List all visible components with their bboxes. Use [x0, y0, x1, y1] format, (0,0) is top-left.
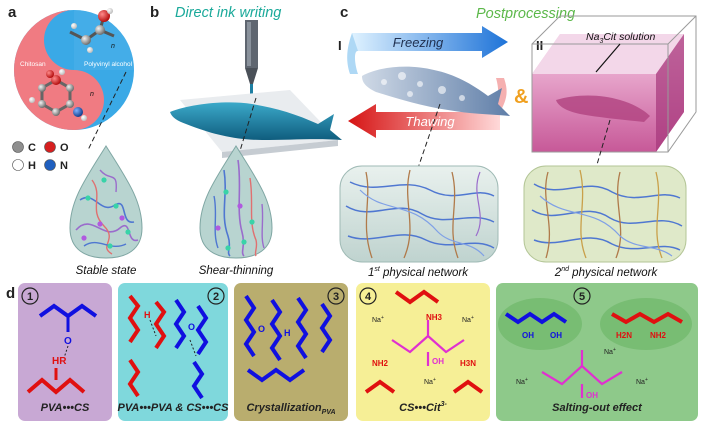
zoom-line-c1	[417, 103, 441, 169]
svg-text:O: O	[258, 324, 265, 334]
svg-text:2: 2	[213, 291, 219, 303]
svg-text:H: H	[144, 310, 151, 320]
sodium-ion-5: Na+	[636, 377, 648, 386]
step-one-label: I	[338, 38, 342, 53]
chitosan-label: Chitosan	[20, 61, 46, 68]
svg-text:OH: OH	[586, 391, 598, 400]
solution-label: Na3Cit solution	[586, 31, 655, 45]
box3-caption: CrystallizationPVA	[246, 402, 335, 416]
first-physical-network	[339, 165, 499, 263]
caption-second-network: 2nd physical network	[554, 266, 659, 279]
interaction-box-4: 4 NH3 OH NH2 H3N Na+ Na+ Na+ CS•••Cit3-	[356, 283, 490, 421]
caption-stable-state: Stable state	[76, 265, 137, 277]
svg-text:NH2: NH2	[372, 359, 389, 368]
thawing-label: Thawing	[405, 114, 455, 129]
legend-nitrogen: N	[60, 160, 68, 172]
svg-text:NH2: NH2	[650, 331, 667, 340]
freezing-arrow	[347, 26, 508, 74]
svg-text:H: H	[284, 328, 291, 338]
box4-caption: CS•••Cit3-	[399, 401, 447, 414]
interaction-box-5: 5 OH OH H2N NH2 OH Na+ Na+ Na+ Salting-o…	[496, 283, 698, 421]
panel-c-label: c	[340, 4, 348, 21]
svg-text:O: O	[188, 322, 195, 332]
solution-pointer	[595, 43, 621, 73]
interaction-box-3: 3 O H CrystallizationPVA	[234, 283, 348, 421]
stable-state-droplet	[69, 145, 143, 259]
zoom-line-a	[87, 71, 127, 151]
svg-text:1: 1	[27, 291, 33, 303]
svg-text:4: 4	[365, 291, 372, 303]
svg-text:NH3: NH3	[426, 313, 443, 322]
sodium-ion-1: Na+	[372, 315, 384, 324]
chitosan-n-subscript: n	[90, 91, 94, 98]
sodium-ion-3: Na+	[424, 377, 436, 386]
freezing-label: Freezing	[393, 35, 444, 50]
panel-c-title: Postprocessing	[476, 6, 575, 22]
svg-text:3: 3	[333, 291, 339, 303]
svg-text:OH: OH	[522, 331, 534, 340]
sodium-ion-4: Na+	[516, 377, 528, 386]
caption-shear-thinning: Shear-thinning	[199, 265, 274, 277]
svg-text:H2N: H2N	[616, 331, 632, 340]
second-physical-network	[523, 165, 687, 263]
svg-text:H3N: H3N	[460, 359, 476, 368]
caption-first-network: 1st physical network	[368, 266, 469, 279]
step-two-label: II	[536, 38, 543, 53]
pva-molecule	[69, 8, 115, 53]
svg-text:OH: OH	[432, 357, 444, 366]
legend-hydrogen: H	[28, 160, 36, 172]
interaction-box-2: 2 H O PVA•••PVA & CS•••CS	[118, 283, 230, 421]
na3cit-solution-tank	[531, 15, 697, 153]
legend-carbon: C	[28, 142, 36, 154]
zoom-line-c2	[595, 119, 611, 169]
svg-text:OH: OH	[550, 331, 562, 340]
svg-text:5: 5	[579, 291, 585, 303]
legend-oxygen: O	[60, 142, 69, 154]
chitosan-molecule	[29, 69, 87, 121]
sodium-ion-6: Na+	[604, 347, 616, 356]
svg-text:O: O	[64, 336, 72, 347]
panel-b-title: Direct ink writing	[175, 5, 281, 21]
panel-a-label: a	[8, 4, 17, 21]
panel-d-label: d	[6, 285, 15, 302]
ampersand: &	[514, 86, 528, 108]
panel-b-label: b	[150, 4, 159, 21]
shear-thinning-droplet	[199, 145, 273, 259]
box2-caption: PVA•••PVA & CS•••CS	[118, 402, 230, 414]
box1-caption: PVA•••CS	[41, 402, 90, 414]
printed-whale-model	[170, 102, 342, 140]
printing-nozzle	[245, 20, 258, 98]
atom-legend: C O H N	[12, 141, 69, 172]
box5-caption: Salting-out effect	[552, 402, 643, 414]
yin-yang-structure	[14, 10, 134, 130]
interaction-box-1: 1 O HR PVA•••CS	[18, 283, 112, 421]
pva-n-subscript: n	[111, 43, 115, 50]
frozen-whale-model	[362, 66, 510, 116]
pva-label: Polyvinyl alcohol	[84, 61, 133, 68]
sodium-ion-2: Na+	[462, 315, 474, 324]
svg-text:HR: HR	[52, 356, 67, 367]
